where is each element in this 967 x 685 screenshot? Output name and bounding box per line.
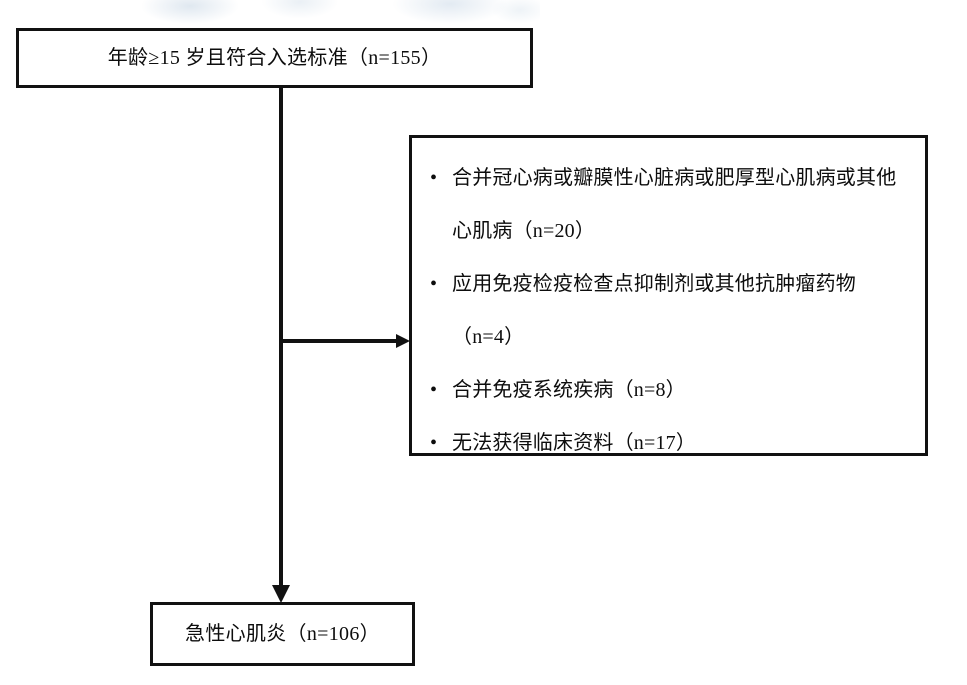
connector-trunk-arrowhead xyxy=(272,585,290,603)
node-excluded: 合并冠心病或瓣膜性心脏病或肥厚型心肌病或其他心肌病（n=20） 应用免疫检疫检查… xyxy=(409,135,928,470)
connector-branch-line xyxy=(281,339,399,343)
exclusion-criteria-list: 合并冠心病或瓣膜性心脏病或肥厚型心肌病或其他心肌病（n=20） 应用免疫检疫检查… xyxy=(426,152,913,470)
exclusion-item-label: 合并免疫系统疾病（n=8） xyxy=(452,379,686,401)
list-item: 应用免疫检疫检查点抑制剂或其他抗肿瘤药物（n=4） xyxy=(426,258,913,364)
node-final-cohort: 急性心肌炎（n=106） xyxy=(150,602,415,666)
list-item: 无法获得临床资料（n=17） xyxy=(426,417,913,470)
exclusion-item-label: 应用免疫检疫检查点抑制剂或其他抗肿瘤药物（n=4） xyxy=(452,273,856,348)
scan-watermark xyxy=(120,0,540,30)
exclusion-item-label: 合并冠心病或瓣膜性心脏病或肥厚型心肌病或其他心肌病（n=20） xyxy=(452,167,897,242)
list-item: 合并免疫系统疾病（n=8） xyxy=(426,364,913,417)
node-enrolled: 年龄≥15 岁且符合入选标准（n=155） xyxy=(16,28,533,88)
connector-trunk-line xyxy=(279,88,283,585)
connector-branch-arrowhead xyxy=(396,334,410,348)
node-final-cohort-label: 急性心肌炎（n=106） xyxy=(185,622,380,645)
list-item: 合并冠心病或瓣膜性心脏病或肥厚型心肌病或其他心肌病（n=20） xyxy=(426,152,913,258)
exclusion-item-label: 无法获得临床资料（n=17） xyxy=(452,432,697,454)
node-enrolled-label: 年龄≥15 岁且符合入选标准（n=155） xyxy=(107,46,442,69)
